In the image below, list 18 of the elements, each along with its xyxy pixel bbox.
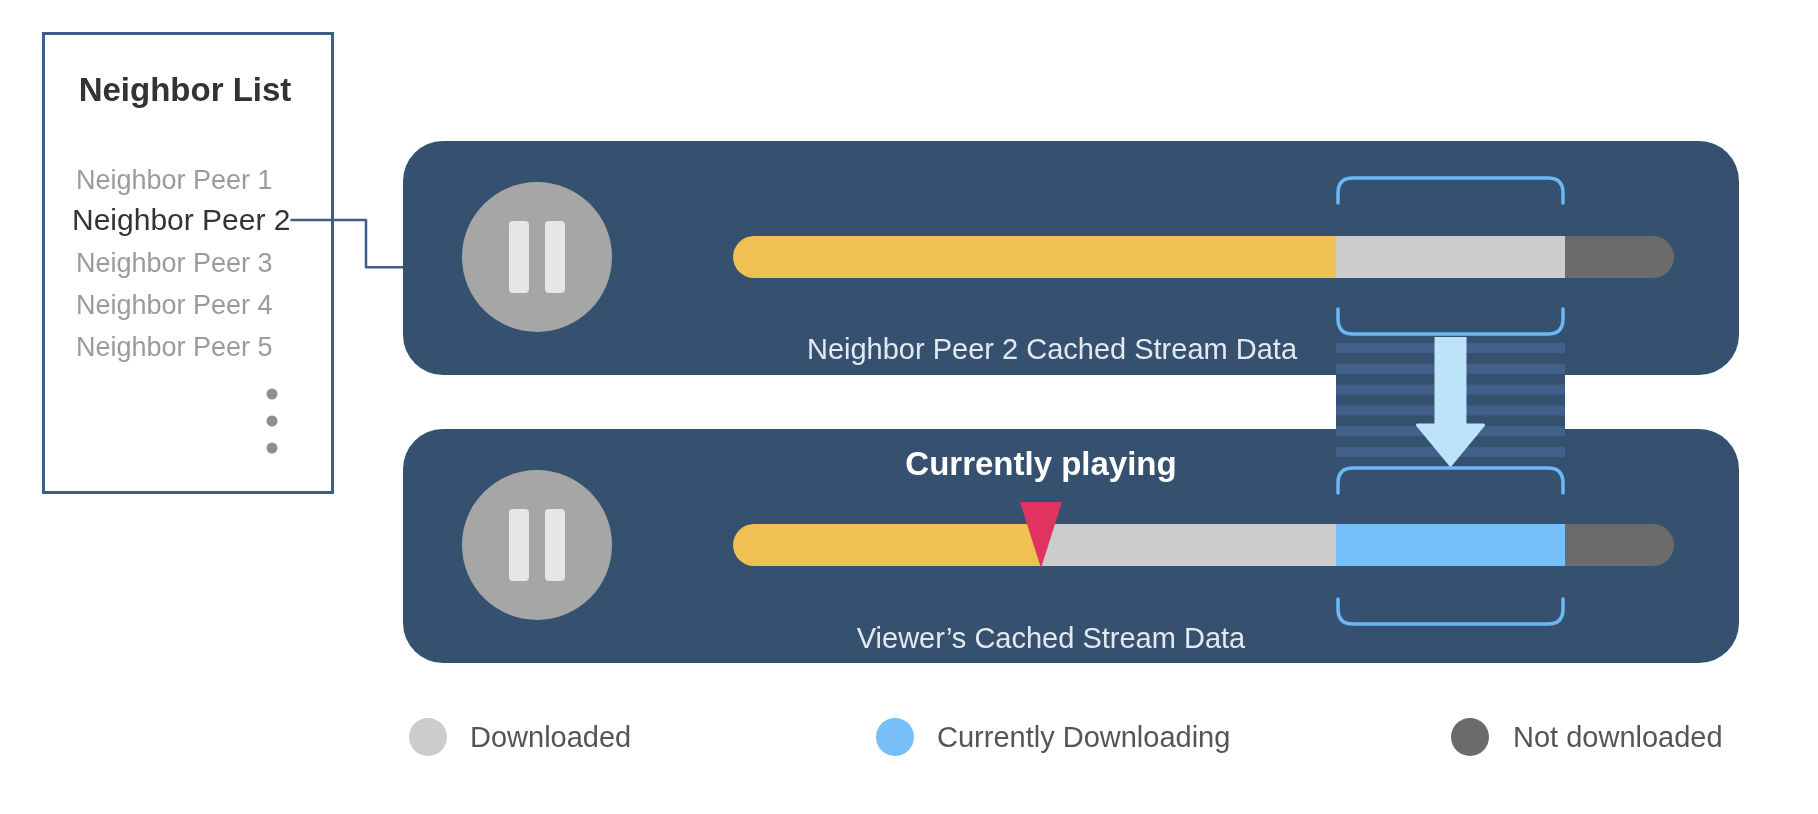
playhead-label: Currently playing bbox=[905, 444, 1177, 484]
leader-line bbox=[290, 218, 403, 269]
selection-bracket bbox=[1336, 465, 1565, 627]
legend-label: Not downloaded bbox=[1513, 719, 1723, 755]
panel-caption: Viewer’s Cached Stream Data bbox=[856, 620, 1246, 656]
panel-caption: Neighbor Peer 2 Cached Stream Data bbox=[806, 331, 1297, 367]
stream-panel bbox=[403, 429, 1739, 663]
selection-bracket bbox=[1336, 175, 1565, 337]
legend-label: Currently Downloading bbox=[937, 719, 1231, 755]
list-item: Neighbor Peer 4 bbox=[76, 288, 273, 322]
legend-label: Downloaded bbox=[470, 719, 632, 755]
stream-panel bbox=[403, 141, 1739, 375]
list-item: Neighbor Peer 1 bbox=[76, 163, 273, 197]
list-panel bbox=[42, 32, 334, 494]
list-item: Neighbor Peer 5 bbox=[76, 330, 273, 364]
list-item: Neighbor Peer 2 bbox=[72, 202, 291, 238]
list-title: Neighbor List bbox=[78, 70, 292, 110]
list-item: Neighbor Peer 3 bbox=[76, 246, 273, 280]
